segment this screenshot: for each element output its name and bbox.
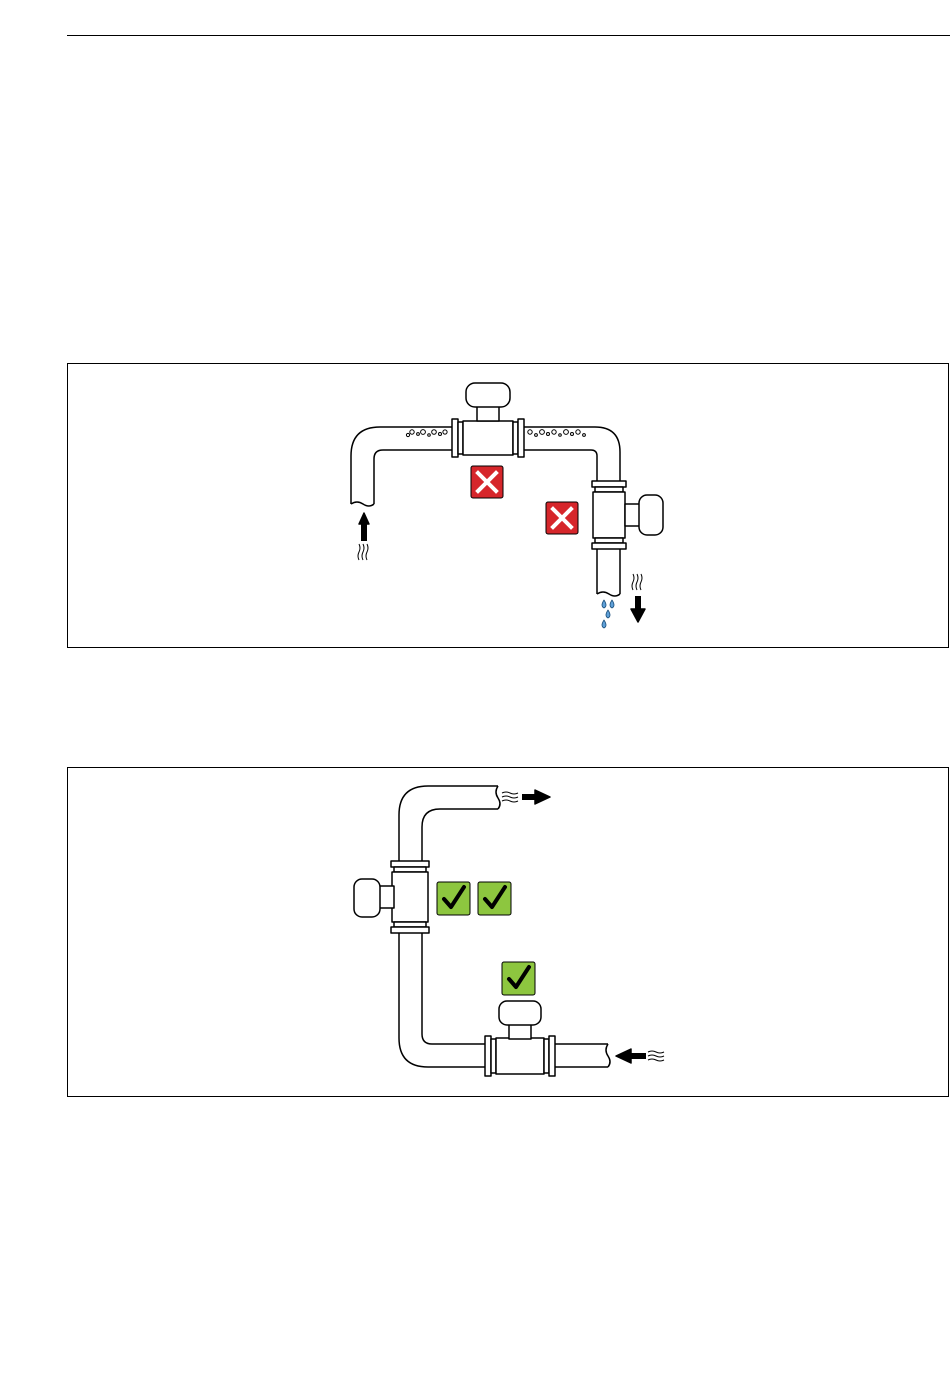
flow-arrow-down	[631, 609, 645, 622]
pipe-end-top	[496, 786, 500, 809]
water-drops	[602, 600, 614, 628]
check-mark-icon	[502, 962, 535, 995]
liquid-wavy-left	[358, 544, 368, 560]
pipe-end-left	[351, 502, 374, 506]
liquid-wavy-top	[502, 792, 518, 802]
cross-mark-icon	[471, 466, 503, 498]
check-mark-icon	[478, 882, 511, 915]
pipe-end-right	[597, 592, 620, 596]
check-mark-icon	[437, 882, 470, 915]
flowmeter-vertical	[592, 481, 663, 549]
cross-mark-icon	[546, 502, 578, 534]
flowmeter-horizontal	[485, 1001, 555, 1076]
flow-arrow-left	[616, 1049, 631, 1063]
pipe-end-bottom	[606, 1044, 610, 1067]
flowmeter-horizontal	[452, 383, 524, 457]
figure-incorrect-installation	[67, 363, 949, 648]
flowmeter-vertical	[354, 861, 429, 933]
diagram-incorrect	[68, 364, 948, 647]
liquid-wavy-bottom	[648, 1051, 664, 1061]
diagram-correct	[68, 768, 948, 1096]
liquid-wavy-right	[632, 574, 642, 590]
pipe-lower-right	[597, 547, 620, 594]
flow-arrow-right	[535, 790, 550, 804]
header-rule	[67, 35, 950, 36]
figure-correct-installation	[67, 767, 949, 1097]
